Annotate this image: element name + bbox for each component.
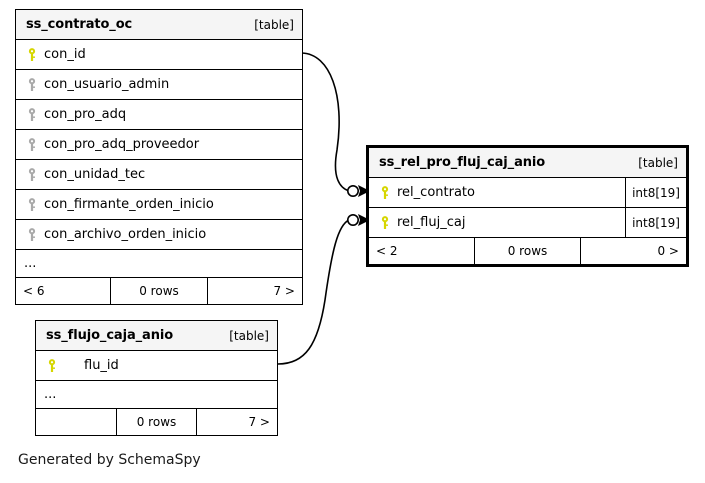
primary-key-icon xyxy=(28,47,36,61)
footer-next-link[interactable]: 7 > xyxy=(248,415,270,429)
primary-key-icon xyxy=(381,215,389,229)
column-name: rel_fluj_caj xyxy=(397,215,466,230)
foreign-key-icon xyxy=(28,107,36,121)
table-header: ss_rel_pro_fluj_caj_anio [table] xyxy=(369,148,686,178)
table-row[interactable]: con_firmante_orden_inicio xyxy=(16,190,302,220)
footer-prev-link[interactable] xyxy=(36,409,116,435)
table-row[interactable]: con_pro_adq_proveedor xyxy=(16,130,302,160)
footer-row-count: 0 rows xyxy=(115,409,198,435)
table-row[interactable]: rel_contrato int8[19] xyxy=(369,178,686,208)
foreign-key-icon xyxy=(28,167,36,181)
column-cell: con_pro_adq xyxy=(16,100,302,129)
footer-next-link[interactable]: 7 > xyxy=(273,284,295,298)
more-columns-indicator: ... xyxy=(36,381,277,409)
column-cell: rel_fluj_caj xyxy=(369,208,625,237)
column-name: flu_id xyxy=(84,358,119,373)
more-columns-indicator: ... xyxy=(16,250,302,278)
table-header: ss_flujo_caja_anio [table] xyxy=(36,321,277,351)
column-type: int8[19] xyxy=(625,178,686,207)
column-name: con_pro_adq_proveedor xyxy=(44,137,200,152)
table-title: ss_flujo_caja_anio xyxy=(46,328,174,343)
column-name: con_archivo_orden_inicio xyxy=(44,227,207,242)
table-row[interactable]: con_pro_adq xyxy=(16,100,302,130)
foreign-key-icon xyxy=(28,77,36,91)
edge1-zero-marker xyxy=(346,185,359,198)
footer-prev-link[interactable]: < 2 xyxy=(376,244,398,258)
table-row[interactable]: con_archivo_orden_inicio xyxy=(16,220,302,250)
table-ss_flujo_caja_anio[interactable]: ss_flujo_caja_anio [table] flu_id ... 0 … xyxy=(35,320,278,436)
table-title: ss_contrato_oc xyxy=(26,17,133,32)
column-name: con_unidad_tec xyxy=(44,167,146,182)
table-row[interactable]: con_unidad_tec xyxy=(16,160,302,190)
table-row[interactable]: rel_fluj_caj int8[19] xyxy=(369,208,686,238)
foreign-key-icon xyxy=(28,137,36,151)
primary-key-icon xyxy=(381,185,389,199)
primary-key-icon xyxy=(48,358,56,372)
table-header: ss_contrato_oc [table] xyxy=(16,10,302,40)
edge-con_id-to-rel_contrato xyxy=(301,52,350,192)
column-cell: con_pro_adq_proveedor xyxy=(16,130,302,159)
foreign-key-icon xyxy=(28,197,36,211)
table-footer: < 6 0 rows 7 > xyxy=(16,278,302,304)
table-ss_contrato_oc[interactable]: ss_contrato_oc [table] con_id xyxy=(15,9,303,305)
column-cell: con_archivo_orden_inicio xyxy=(16,220,302,249)
column-cell: con_id xyxy=(16,40,302,69)
table-type-tag: [table] xyxy=(229,328,269,343)
table-type-tag: [table] xyxy=(638,155,678,170)
foreign-key-icon xyxy=(28,227,36,241)
column-type: int8[19] xyxy=(625,208,686,237)
table-type-tag: [table] xyxy=(254,17,294,32)
column-name: con_firmante_orden_inicio xyxy=(44,197,214,212)
table-row[interactable]: flu_id xyxy=(36,351,277,381)
footer-prev-link[interactable]: < 6 xyxy=(23,284,45,298)
table-ss_rel_pro_fluj_caj_anio[interactable]: ss_rel_pro_fluj_caj_anio [table] rel_con… xyxy=(366,145,689,267)
column-name: con_pro_adq xyxy=(44,107,127,122)
table-row[interactable]: con_id xyxy=(16,40,302,70)
table-footer: 0 rows 7 > xyxy=(36,409,277,435)
footer-row-count: 0 rows xyxy=(110,278,208,304)
column-cell: con_usuario_admin xyxy=(16,70,302,99)
table-title: ss_rel_pro_fluj_caj_anio xyxy=(379,155,546,170)
footer-next-link[interactable]: 0 > xyxy=(657,244,679,258)
edge2-zero-marker xyxy=(346,214,359,227)
column-name: rel_contrato xyxy=(397,185,475,200)
generated-by-caption: Generated by SchemaSpy xyxy=(18,452,201,468)
table-footer: < 2 0 rows 0 > xyxy=(369,238,686,264)
table-row[interactable]: con_usuario_admin xyxy=(16,70,302,100)
column-name: con_id xyxy=(44,47,86,62)
column-cell: con_unidad_tec xyxy=(16,160,302,189)
column-name: con_usuario_admin xyxy=(44,77,170,92)
footer-row-count: 0 rows xyxy=(473,238,582,264)
column-cell: flu_id xyxy=(36,351,277,380)
column-cell: rel_contrato xyxy=(369,178,625,207)
column-cell: con_firmante_orden_inicio xyxy=(16,190,302,219)
